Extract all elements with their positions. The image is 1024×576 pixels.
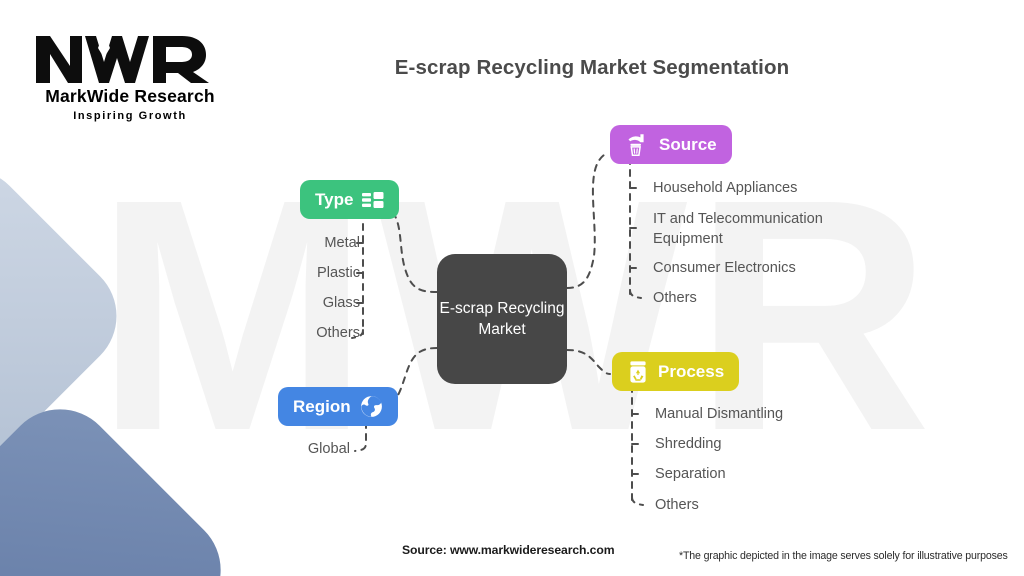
wire-source-stubs <box>629 187 642 269</box>
wire-process-last-stub <box>631 496 644 506</box>
leaf-type-3: Others <box>316 325 360 341</box>
globe-icon <box>360 395 383 418</box>
leaf-type-2: Glass <box>322 295 360 311</box>
center-node: E-scrap Recycling Market <box>437 254 567 384</box>
leaf-process-3: Others <box>655 497 699 513</box>
branch-badge-region[interactable]: Region <box>278 387 398 426</box>
wire-center-source <box>566 154 605 289</box>
branch-badge-type[interactable]: Type <box>300 180 400 219</box>
leaf-process-2: Separation <box>655 466 726 482</box>
leaf-source-3: Others <box>653 290 697 306</box>
wire-type-last-stub <box>351 329 364 339</box>
leaf-process-1: Shredding <box>655 436 722 452</box>
wire-source-last-stub <box>629 289 642 299</box>
layout-list-icon <box>362 190 384 210</box>
wire-process-stubs <box>631 413 644 475</box>
source-note: Source: www.markwideresearch.com <box>402 543 615 557</box>
branch-label-region: Region <box>293 397 351 416</box>
waste-hand-bin-icon <box>625 133 650 157</box>
leaf-source-2: Consumer Electronics <box>653 260 796 276</box>
branch-badge-source[interactable]: Source <box>610 125 732 164</box>
branch-label-process: Process <box>658 362 725 381</box>
wire-type-stubs <box>352 242 364 304</box>
page-title: E-scrap Recycling Market Segmentation <box>0 56 1024 80</box>
branch-badge-process[interactable]: Process <box>612 352 740 391</box>
mwr-logo-mark <box>36 32 209 83</box>
disclaimer-note: *The graphic depicted in the image serve… <box>679 550 1008 562</box>
wire-region-stub <box>354 409 367 452</box>
brand-logo: MarkWide Research Inspiring Growth <box>30 28 230 122</box>
leaf-type-0: Metal <box>324 235 360 251</box>
leaf-source-0: Household Appliances <box>653 180 798 196</box>
brand-tagline: Inspiring Growth <box>73 110 187 122</box>
page-title-text: E-scrap Recycling Market Segmentation <box>394 56 790 79</box>
leaf-type-1: Plastic <box>317 265 360 281</box>
center-node-label: E-scrap Recycling Market <box>439 300 565 338</box>
leaf-source-1: IT and Telecommunication Equipment <box>653 211 823 247</box>
branch-label-type: Type <box>315 190 354 209</box>
leaf-region-0: Global <box>307 441 350 457</box>
branch-label-source: Source <box>659 135 717 154</box>
wire-center-process <box>566 349 611 375</box>
recycle-bin-icon <box>627 360 649 384</box>
leaf-process-0: Manual Dismantling <box>655 406 784 422</box>
brand-name: MarkWide Research <box>45 86 215 106</box>
